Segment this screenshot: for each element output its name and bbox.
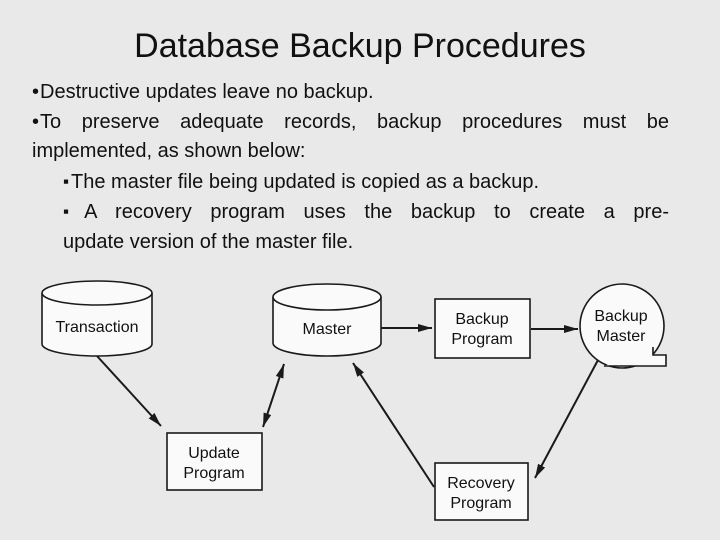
- bullet-list: •Destructive updates leave no backup. •T…: [32, 78, 669, 258]
- node-label: Program: [450, 495, 511, 512]
- nodes: Transaction Master Backup Program Backup: [41, 280, 667, 521]
- node-label: Update: [188, 445, 240, 462]
- arrow-update-program-master-two-way: [262, 363, 285, 428]
- update-program-box: Update Program: [166, 432, 263, 491]
- node-label: Program: [183, 465, 244, 482]
- list-item-text: A recovery program uses the backup to cr…: [84, 201, 670, 224]
- transaction-cylinder: Transaction: [41, 280, 153, 357]
- list-item-text: Destructive updates leave no backup.: [40, 81, 374, 103]
- list-item-continuation: implemented, as shown below:: [32, 137, 669, 167]
- bullet-icon: •: [32, 81, 40, 103]
- node-label: Backup: [455, 311, 508, 328]
- list-item-text: update version of the master file.: [63, 230, 354, 253]
- node-label: Transaction: [56, 319, 139, 336]
- node-label: Recovery: [447, 475, 515, 492]
- list-item-text: The master file being updated is copied …: [71, 170, 540, 193]
- list-item-text: To preserve adequate records, backup pro…: [40, 110, 669, 133]
- recovery-program-box: Recovery Program: [434, 462, 529, 521]
- sub-list-item: ▪A recovery program uses the backup to c…: [63, 197, 669, 228]
- node-label: Program: [451, 331, 512, 348]
- node-label: Master: [597, 328, 647, 345]
- node-label: Backup: [594, 308, 647, 325]
- sub-list-item-continuation: update version of the master file.: [63, 228, 669, 258]
- bullet-icon: •: [32, 110, 40, 133]
- arrow-transaction-to-update-program: [96, 355, 162, 427]
- sub-list-item: ▪The master file being updated is copied…: [63, 167, 669, 198]
- edges: [96, 324, 599, 488]
- node-label: Master: [303, 321, 353, 338]
- list-item: •Destructive updates leave no backup.: [32, 78, 669, 108]
- page-title: Database Backup Procedures: [134, 27, 586, 65]
- square-bullet-icon: ▪: [63, 202, 83, 222]
- list-item-text: implemented, as shown below:: [32, 140, 306, 163]
- list-item: •To preserve adequate records, backup pr…: [32, 108, 669, 138]
- backup-program-box: Backup Program: [434, 298, 531, 359]
- master-cylinder: Master: [272, 283, 382, 357]
- square-bullet-icon: ▪: [63, 171, 70, 191]
- arrow-recovery-program-to-master: [352, 362, 435, 488]
- backup-master-tape: Backup Master: [579, 283, 667, 369]
- arrow-backup-master-to-recovery-program: [534, 359, 599, 479]
